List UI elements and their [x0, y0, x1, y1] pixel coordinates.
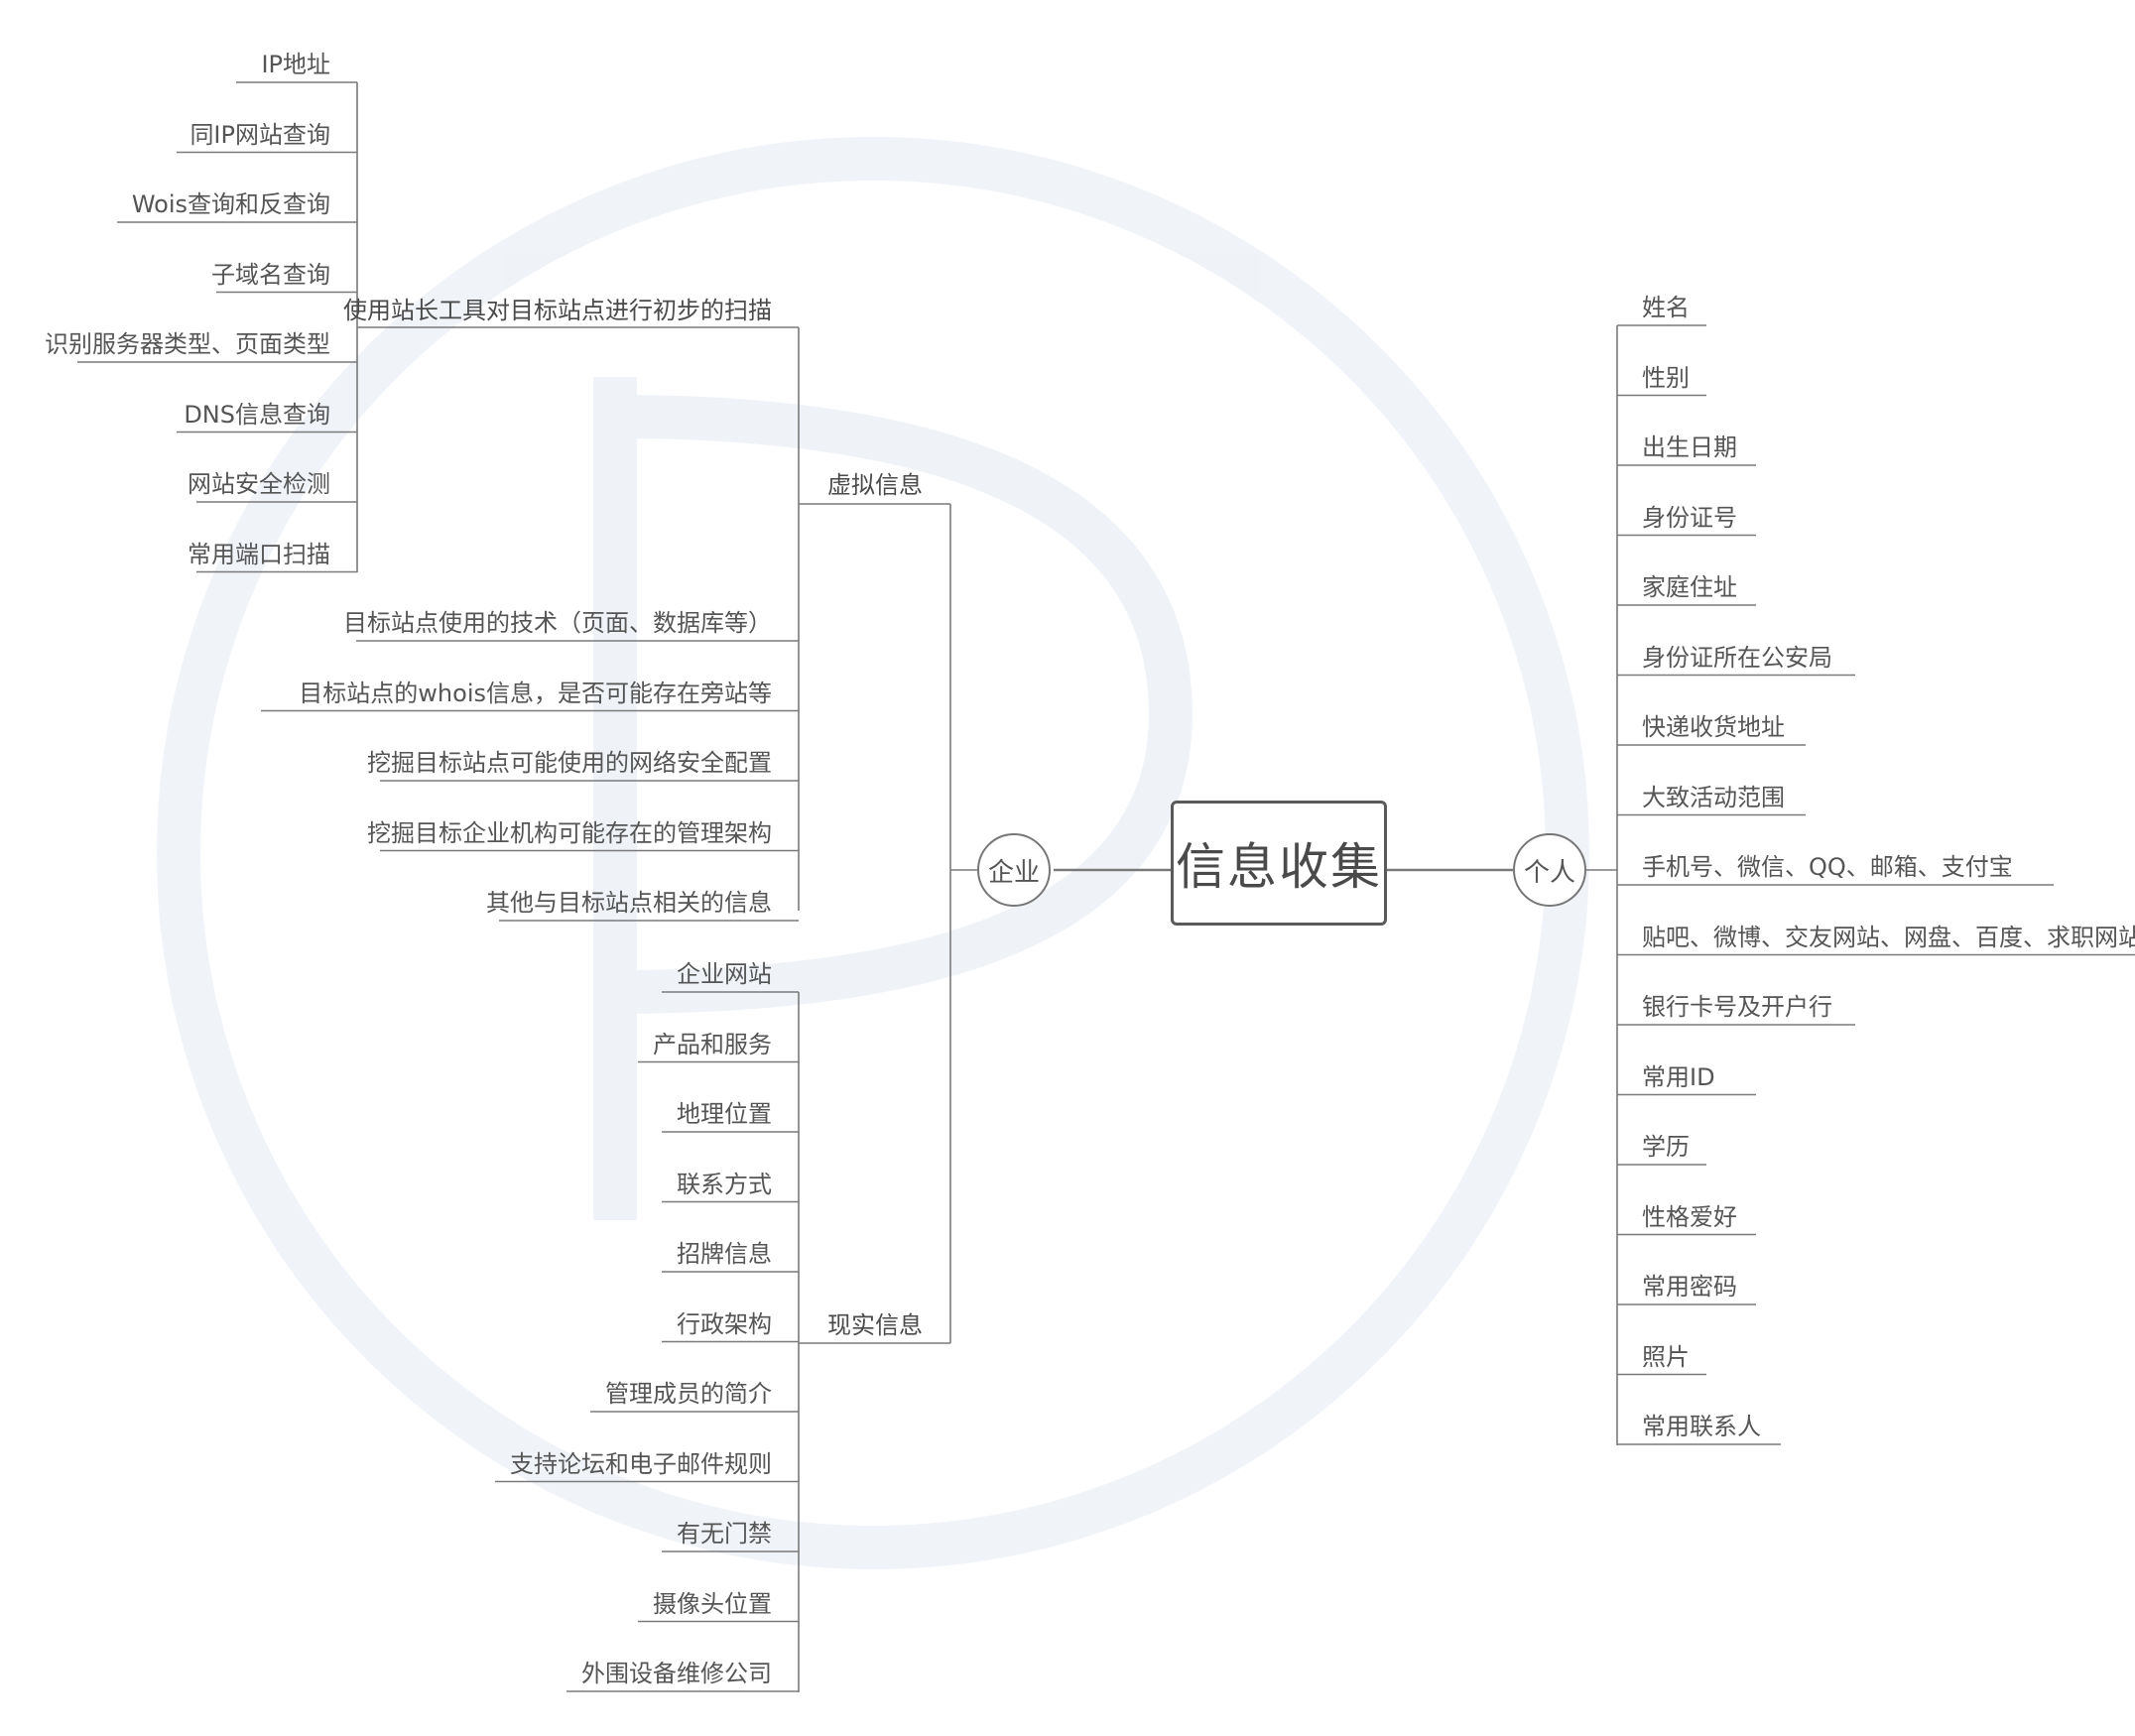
real-item-label: 支持论坛和电子邮件规则 [510, 1449, 772, 1478]
scan-item[interactable]: 网站安全检测 [188, 469, 330, 499]
personal-item[interactable]: 常用密码 [1642, 1272, 1737, 1302]
scan-item-label: IP地址 [261, 51, 330, 78]
personal-item[interactable]: 出生日期 [1642, 433, 1737, 462]
personal-item-label: 性别 [1642, 363, 1690, 392]
real-item-label: 有无门禁 [677, 1520, 772, 1548]
scan-item-label: 识别服务器类型、页面类型 [45, 330, 330, 358]
enterprise-node[interactable]: 企业 [977, 833, 1051, 907]
scan-item[interactable]: Wois查询和反查询 [132, 189, 330, 219]
virtual-info-label: 虚拟信息 [827, 471, 923, 499]
root-label: 信息收集 [1176, 838, 1382, 896]
personal-item-label: 手机号、微信、QQ、邮箱、支付宝 [1642, 853, 2013, 881]
scan-item[interactable]: 同IP网站查询 [189, 120, 330, 150]
personal-item[interactable]: 手机号、微信、QQ、邮箱、支付宝 [1642, 852, 2013, 882]
personal-item-label: 照片 [1642, 1342, 1690, 1371]
personal-item[interactable]: 贴吧、微博、交友网站、网盘、百度、求职网站 [1642, 923, 2135, 952]
personal-item-label: 家庭住址 [1642, 573, 1737, 601]
scan-item-label: 同IP网站查询 [189, 120, 330, 149]
scan-item-label: 常用端口扫描 [188, 540, 330, 568]
real-item[interactable]: 摄像头位置 [653, 1589, 772, 1619]
personal-item[interactable]: 快递收货地址 [1642, 712, 1785, 742]
scan-label: 使用站长工具对目标站点进行初步的扫描 [343, 297, 772, 324]
personal-item-label: 学历 [1642, 1133, 1690, 1161]
personal-item[interactable]: 家庭住址 [1642, 572, 1737, 602]
personal-item-label: 身份证号 [1642, 503, 1737, 532]
virtual-item-label: 目标站点使用的技术（页面、数据库等） [343, 609, 772, 637]
personal-item[interactable]: 身份证所在公安局 [1642, 643, 1832, 673]
real-item[interactable]: 支持论坛和电子邮件规则 [510, 1449, 772, 1479]
virtual-item[interactable]: 挖掘目标站点可能使用的网络安全配置 [367, 748, 772, 778]
personal-item-label: 姓名 [1642, 294, 1690, 321]
personal-item[interactable]: 性格爱好 [1642, 1202, 1737, 1232]
scan-item[interactable]: DNS信息查询 [184, 400, 330, 430]
real-item[interactable]: 管理成员的简介 [605, 1379, 772, 1409]
personal-label: 个人 [1523, 857, 1575, 888]
personal-item[interactable]: 常用联系人 [1642, 1412, 1761, 1441]
scan-node[interactable]: 使用站长工具对目标站点进行初步的扫描 [343, 296, 772, 325]
scan-item[interactable]: 识别服务器类型、页面类型 [45, 329, 330, 359]
scan-item-label: 子域名查询 [211, 260, 330, 289]
personal-item-label: 身份证所在公安局 [1642, 643, 1832, 672]
personal-item[interactable]: 身份证号 [1642, 503, 1737, 533]
real-info-node[interactable]: 现实信息 [827, 1310, 923, 1340]
real-item-label: 联系方式 [677, 1170, 772, 1198]
enterprise-label: 企业 [987, 857, 1040, 888]
real-item-label: 招牌信息 [677, 1240, 772, 1268]
scan-item-label: Wois查询和反查询 [131, 190, 330, 218]
virtual-item-label: 其他与目标站点相关的信息 [486, 889, 772, 917]
real-item[interactable]: 行政架构 [677, 1309, 772, 1339]
real-item-label: 摄像头位置 [653, 1589, 772, 1618]
personal-item-label: 银行卡号及开户行 [1642, 993, 1832, 1021]
real-info-label: 现实信息 [827, 1311, 923, 1339]
personal-item[interactable]: 姓名 [1642, 293, 1690, 322]
virtual-item[interactable]: 目标站点使用的技术（页面、数据库等） [343, 608, 772, 638]
personal-item-label: 常用ID [1642, 1062, 1715, 1091]
personal-item[interactable]: 学历 [1642, 1132, 1690, 1162]
personal-item-label: 出生日期 [1642, 434, 1737, 461]
real-item[interactable]: 联系方式 [677, 1170, 772, 1199]
personal-item-label: 快递收货地址 [1642, 713, 1785, 741]
real-item[interactable]: 地理位置 [677, 1099, 772, 1129]
personal-item-label: 常用联系人 [1642, 1413, 1761, 1440]
virtual-item[interactable]: 其他与目标站点相关的信息 [486, 888, 772, 918]
real-item-label: 地理位置 [677, 1100, 772, 1128]
root-node[interactable]: 信息收集 [1171, 801, 1387, 926]
personal-item[interactable]: 性别 [1642, 363, 1690, 393]
real-item[interactable]: 企业网站 [677, 959, 772, 989]
virtual-item[interactable]: 挖掘目标企业机构可能存在的管理架构 [367, 818, 772, 848]
real-item-label: 外围设备维修公司 [581, 1660, 772, 1687]
scan-item-label: 网站安全检测 [188, 470, 330, 498]
real-item-label: 行政架构 [677, 1309, 772, 1338]
scan-item[interactable]: 子域名查询 [211, 260, 330, 290]
real-item-label: 管理成员的简介 [605, 1380, 772, 1408]
virtual-item-label: 挖掘目标站点可能使用的网络安全配置 [367, 749, 772, 777]
real-item[interactable]: 有无门禁 [677, 1519, 772, 1549]
scan-item-label: DNS信息查询 [184, 400, 330, 429]
personal-item[interactable]: 大致活动范围 [1642, 783, 1785, 812]
scan-item[interactable]: IP地址 [261, 50, 330, 79]
virtual-item-label: 挖掘目标企业机构可能存在的管理架构 [367, 818, 772, 847]
personal-item[interactable]: 银行卡号及开户行 [1642, 992, 1832, 1022]
personal-node[interactable]: 个人 [1513, 833, 1586, 907]
real-item[interactable]: 外围设备维修公司 [581, 1659, 772, 1688]
real-item[interactable]: 招牌信息 [677, 1239, 772, 1269]
personal-item-label: 贴吧、微博、交友网站、网盘、百度、求职网站 [1642, 923, 2135, 951]
personal-item-label: 大致活动范围 [1642, 783, 1785, 811]
personal-item[interactable]: 常用ID [1642, 1062, 1715, 1092]
real-item-label: 企业网站 [677, 960, 772, 988]
virtual-item-label: 目标站点的whois信息，是否可能存在旁站等 [299, 679, 772, 707]
personal-item[interactable]: 照片 [1642, 1342, 1690, 1372]
virtual-item[interactable]: 目标站点的whois信息，是否可能存在旁站等 [299, 679, 772, 708]
virtual-info-node[interactable]: 虚拟信息 [827, 470, 923, 500]
scan-item[interactable]: 常用端口扫描 [188, 540, 330, 569]
personal-item-label: 常用密码 [1642, 1273, 1737, 1301]
real-item-label: 产品和服务 [653, 1030, 772, 1058]
personal-item-label: 性格爱好 [1642, 1202, 1737, 1231]
real-item[interactable]: 产品和服务 [653, 1030, 772, 1059]
